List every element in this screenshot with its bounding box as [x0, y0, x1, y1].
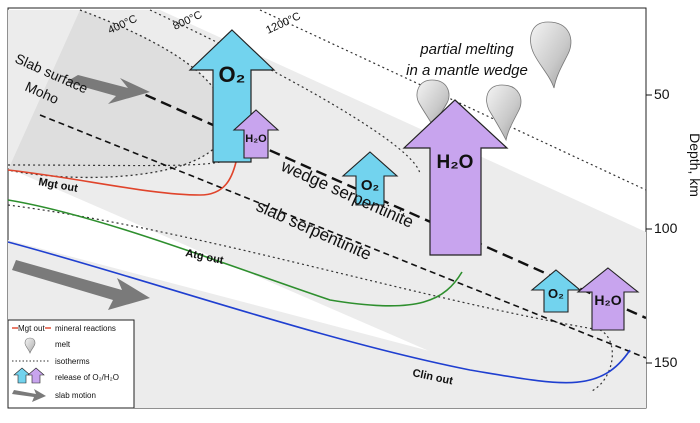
legend-mineral-reactions: mineral reactions: [55, 324, 116, 333]
melt-drop-icon: [486, 84, 522, 142]
o2-arrow-label: O₂: [548, 286, 564, 301]
h2o-release-arrow-large: H₂O: [402, 99, 509, 256]
partial-melting-line1: partial melting: [419, 41, 514, 58]
depth-axis: 50 100 150 Depth, km: [646, 86, 700, 370]
o2-arrow-label: O₂: [361, 177, 379, 194]
legend: Mgt out mineral reactions melt isotherms…: [7, 319, 135, 409]
depth-tick-100: 100: [654, 220, 678, 236]
depth-tick-50: 50: [654, 86, 670, 102]
lower-band: [8, 240, 646, 408]
partial-melting-line2: in a mantle wedge: [406, 62, 528, 79]
depth-tick-150: 150: [654, 354, 678, 370]
legend-mgt-sample: Mgt out: [18, 324, 45, 333]
moho-line: [39, 114, 647, 359]
isotherm-1200: [259, 9, 647, 191]
o2-release-arrow-medium: O₂: [341, 151, 399, 206]
isotherm-800-upper: [149, 9, 421, 176]
h2o-release-arrow-small: H₂O: [232, 109, 280, 159]
h2o-arrow-label: H₂O: [594, 292, 621, 308]
slab-motion-arrow-top: [66, 75, 150, 104]
h2o-arrow-label: H₂O: [437, 152, 474, 173]
h2o-arrow-label: H₂O: [245, 133, 267, 145]
h2o-release-arrow-right: H₂O: [576, 267, 640, 331]
depth-axis-title: Depth, km: [687, 133, 700, 197]
atg-out-line: [7, 199, 463, 307]
legend-isotherms: isotherms: [55, 357, 90, 366]
legend-melt-icon: [24, 337, 36, 354]
legend-h2o-icon: [27, 367, 45, 384]
isotherm-800-lower: [7, 204, 613, 393]
o2-release-arrow-right: O₂: [530, 269, 582, 313]
clin-out-line: [7, 241, 631, 384]
melt-drop-icon: [530, 21, 572, 89]
legend-melt: melt: [55, 340, 71, 349]
o2-release-arrow-large: O₂: [188, 29, 276, 163]
legend-slab-motion-icon: [12, 389, 46, 402]
mgt-out-line: [7, 161, 237, 196]
legend-slab-motion: slab motion: [55, 391, 96, 400]
legend-release: release of O₂/H₂O: [55, 373, 119, 382]
o2-arrow-label: O₂: [219, 62, 246, 87]
slab-motion-arrow-bottom: [12, 260, 150, 310]
